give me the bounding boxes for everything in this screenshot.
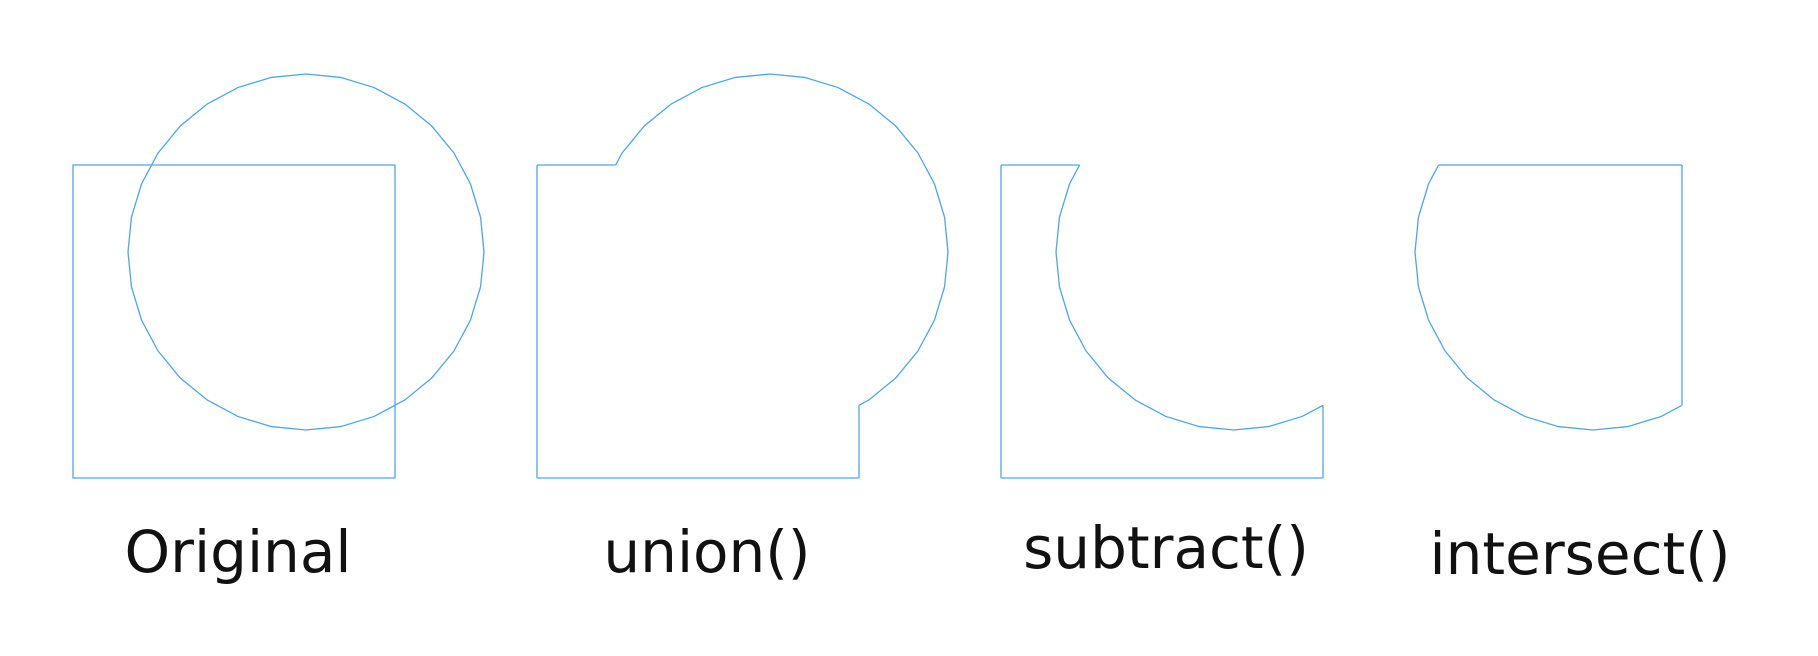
subtract-shape: [1000, 164, 1324, 479]
caption-union: union(): [603, 518, 810, 586]
intersect-shape: [1414, 164, 1683, 431]
caption-original: Original: [125, 518, 352, 586]
original-shapes: [72, 73, 485, 479]
union-arc-0: [615, 73, 949, 406]
union-shape: [536, 73, 949, 479]
panel-subtract: subtract(): [1000, 164, 1324, 582]
caption-subtract: subtract(): [1023, 514, 1309, 582]
panel-intersect: intersect(): [1414, 164, 1731, 588]
caption-intersect: intersect(): [1430, 520, 1731, 588]
panel-union: union(): [536, 73, 949, 586]
square-outline: [72, 164, 396, 479]
panel-original: Original: [72, 73, 485, 586]
circle-outline: [127, 73, 485, 431]
subtract-arc-0: [1055, 164, 1324, 431]
intersect-arc-0: [1414, 164, 1683, 431]
